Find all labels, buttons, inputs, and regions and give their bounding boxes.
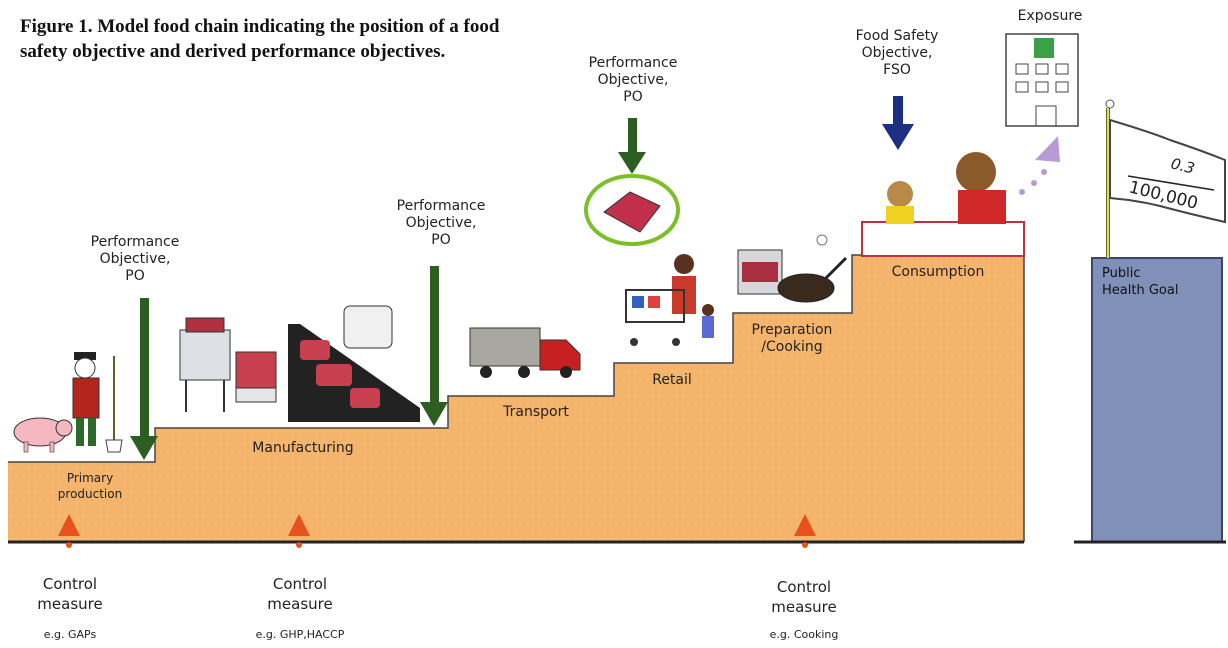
- exposure-arrow: [1019, 136, 1060, 195]
- stage-transport: Transport: [503, 404, 569, 420]
- control-measure-example-2: e.g. GHP,HACCP: [255, 628, 345, 641]
- conveyor-icon: [288, 305, 420, 422]
- hospital-icon: [1005, 33, 1079, 127]
- flag-icon: [1105, 99, 1226, 258]
- public-health-goal-label: Public Health Goal: [1102, 266, 1179, 298]
- public-health-goal-bar: [1091, 257, 1223, 543]
- po-arrow-manufacturing: [420, 266, 448, 426]
- shopper-icon: [625, 254, 714, 346]
- control-measure-example-1: e.g. GAPs: [43, 628, 97, 641]
- stage-retail: Retail: [652, 372, 692, 388]
- control-arrow-3: [794, 514, 816, 548]
- control-arrow-1: [58, 514, 80, 548]
- pig-icon: [13, 417, 73, 453]
- farmer-icon: [72, 352, 123, 453]
- fso-arrow: [882, 96, 914, 150]
- exposure-label: Exposure: [1017, 8, 1083, 24]
- cooking-pan-icon: [737, 234, 848, 303]
- stage-consumption: Consumption: [891, 264, 985, 280]
- control-measure-label-2: Control measure: [267, 575, 333, 613]
- fso-label: Food Safety Objective, FSO: [855, 28, 939, 78]
- control-measure-example-3: e.g. Cooking: [769, 628, 839, 641]
- po-label-retail: Performance Objective, PO: [588, 55, 678, 105]
- po-label-manufacturing: Performance Objective, PO: [396, 198, 486, 248]
- control-measure-label-1: Control measure: [37, 575, 103, 613]
- po-arrow-retail: [618, 118, 646, 174]
- meat-cut-icon: [584, 174, 680, 246]
- po-label-primary: Performance Objective, PO: [90, 234, 180, 284]
- po-arrow-primary: [130, 298, 158, 460]
- stage-preparation-cooking: Preparation /Cooking: [751, 322, 833, 355]
- flag-numerator: 0.3: [1169, 154, 1197, 177]
- truck-icon: [469, 327, 581, 378]
- control-measure-label-3: Control measure: [771, 578, 837, 616]
- stage-manufacturing: Manufacturing: [252, 440, 354, 456]
- diners-icon: [861, 152, 1025, 257]
- stage-primary-production: Primary production: [57, 471, 123, 501]
- figure-title: Figure 1. Model food chain indicating th…: [20, 16, 500, 62]
- control-arrow-2: [288, 514, 310, 548]
- meat-grinder-icon: [179, 317, 277, 412]
